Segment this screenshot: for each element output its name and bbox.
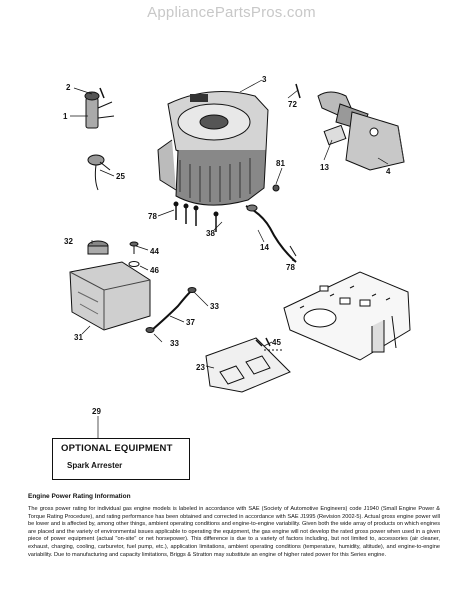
- ignition-switch: [84, 87, 115, 129]
- fuel-line: [245, 184, 297, 263]
- callout-32: 32: [64, 237, 73, 246]
- fuel-tank: [69, 240, 151, 331]
- callout-13: 13: [320, 163, 329, 172]
- frame-chassis: [283, 271, 411, 361]
- callout-3: 3: [262, 75, 267, 84]
- engine-bolts: [173, 201, 219, 232]
- callout-14: 14: [260, 243, 269, 252]
- heat-shield: [205, 337, 291, 393]
- washers: [128, 241, 140, 267]
- callout-72: 72: [288, 100, 297, 109]
- engine: [157, 91, 269, 206]
- callout-37: 37: [186, 318, 195, 327]
- optional-equipment-title: OPTIONAL EQUIPMENT: [61, 443, 173, 454]
- rating-text: The gross power rating for individual ga…: [28, 506, 440, 558]
- optional-equipment-box: OPTIONAL EQUIPMENT Spark Arrester: [52, 438, 190, 480]
- rating-title: Engine Power Rating Information: [28, 493, 131, 500]
- callout-1: 1: [63, 112, 68, 121]
- callout-23: 23: [196, 363, 205, 372]
- callout-29: 29: [92, 407, 101, 416]
- callout-31: 31: [74, 333, 83, 342]
- callout-81: 81: [276, 159, 285, 168]
- callout-38: 38: [206, 229, 215, 238]
- callout-2: 2: [66, 83, 71, 92]
- callout-33-top: 33: [210, 302, 219, 311]
- callout-78-left: 78: [148, 212, 157, 221]
- fuel-hose: [145, 287, 197, 333]
- throttle-cable: [87, 154, 111, 191]
- callout-25: 25: [116, 172, 125, 181]
- callout-46: 46: [150, 266, 159, 275]
- callout-45: 45: [272, 338, 281, 347]
- muffler: [295, 83, 405, 171]
- callout-78-right: 78: [286, 263, 295, 272]
- watermark: AppliancePartsPros.com: [147, 4, 316, 21]
- spark-arrester-label: Spark Arrester: [67, 461, 123, 470]
- callout-44: 44: [150, 247, 159, 256]
- callout-33-bottom: 33: [170, 339, 179, 348]
- callout-4: 4: [386, 167, 391, 176]
- leader-lines: [70, 79, 389, 438]
